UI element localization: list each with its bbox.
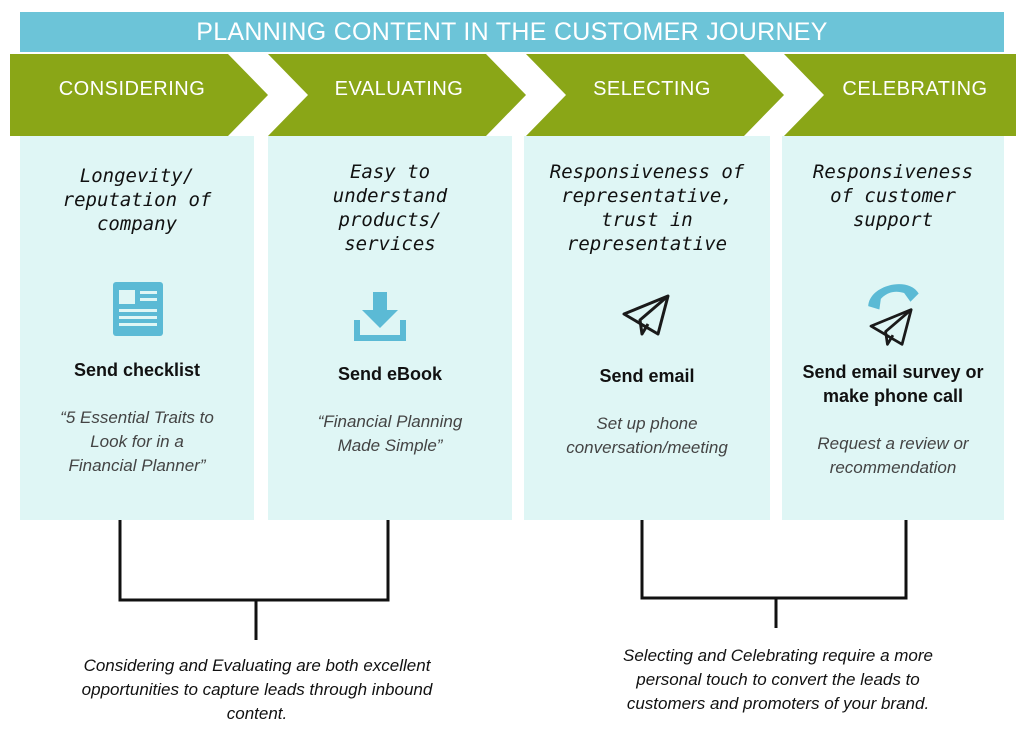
- stage-label-considering: CONSIDERING: [58, 78, 206, 100]
- note-left: Considering and Evaluating are both exce…: [81, 656, 433, 723]
- column-headline: Easy to understand products/ services: [332, 161, 448, 255]
- stage-chevron-celebrating: [784, 54, 1016, 136]
- column-detail: “5 Essential Traits to Look for in a Fin…: [60, 408, 214, 475]
- stage-column-selecting: Responsiveness of representative, trust …: [524, 136, 770, 520]
- note-right: Selecting and Celebrating require a more…: [623, 646, 933, 713]
- column-action: Send email survey or make phone call: [802, 362, 984, 406]
- left-bracket: [118, 520, 390, 602]
- column-headline: Responsiveness of customer support: [812, 161, 974, 231]
- download-icon: [354, 292, 406, 341]
- column-headline: Longevity/ reputation of company: [62, 165, 212, 235]
- stage-column-celebrating: Responsiveness of customer support Send …: [782, 136, 1004, 520]
- phone-icon: [868, 284, 919, 310]
- stage-chevron-selecting: [526, 54, 784, 136]
- column-action: Send eBook: [337, 364, 443, 384]
- stage-column-considering: Longevity/ reputation of company Send ch…: [20, 136, 254, 520]
- stage-label-celebrating: CELEBRATING: [842, 78, 988, 100]
- stage-label-evaluating: EVALUATING: [334, 78, 464, 100]
- column-detail: Set up phone conversation/meeting: [566, 414, 728, 457]
- page-title: PLANNING CONTENT IN THE CUSTOMER JOURNEY: [20, 12, 1004, 52]
- newspaper-icon: [113, 282, 163, 336]
- column-action: Send checklist: [73, 360, 201, 380]
- column-detail: Request a review or recommendation: [817, 434, 969, 477]
- paper-plane-icon: [869, 308, 913, 346]
- paper-plane-icon: [622, 294, 670, 336]
- column-action: Send email: [599, 366, 695, 386]
- right-bracket: [640, 520, 908, 600]
- stage-label-selecting: SELECTING: [593, 78, 711, 100]
- stage-chevron-evaluating: [268, 54, 526, 136]
- column-headline: Responsiveness of representative, trust …: [549, 161, 745, 255]
- stage-column-evaluating: Easy to understand products/ services Se…: [268, 136, 512, 520]
- stage-chevron-band: [10, 54, 1016, 136]
- stage-chevron-considering: [10, 54, 268, 136]
- column-detail: “Financial Planning Made Simple”: [317, 412, 463, 455]
